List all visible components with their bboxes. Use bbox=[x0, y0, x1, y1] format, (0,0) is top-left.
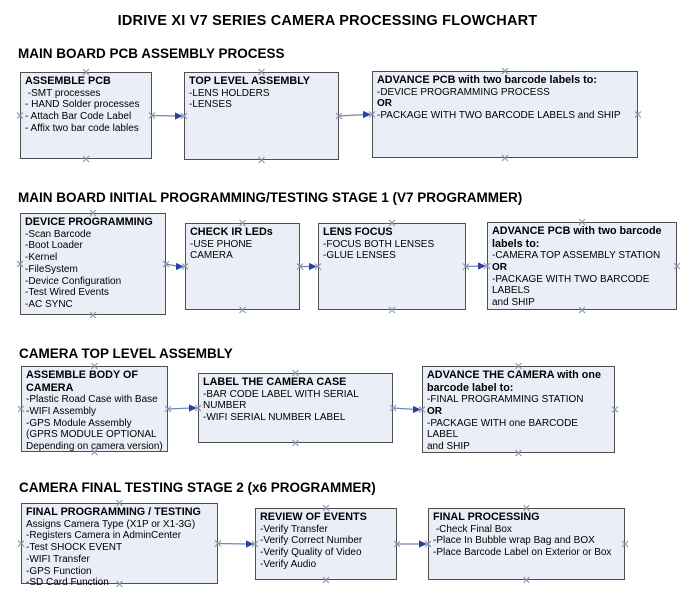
box-line: -Plastic Road Case with Base bbox=[26, 394, 158, 405]
box-title: DEVICE PROGRAMMING bbox=[25, 216, 153, 228]
box-line: OR bbox=[427, 405, 442, 417]
box-line: -Kernel bbox=[25, 252, 58, 264]
box-line: Assigns Camera Type (X1P or X1-3G) bbox=[26, 518, 196, 530]
box-line: -FileSystem bbox=[25, 263, 78, 275]
box-line: -BAR CODE LABEL WITH SERIAL NUMBER bbox=[203, 388, 362, 412]
box-line: -PACKAGE WITH one BARCODE LABEL bbox=[427, 417, 581, 441]
box-line: Depending on camera version) bbox=[26, 441, 163, 453]
box-device-programming: DEVICE PROGRAMMING -Scan Barcode -Boot L… bbox=[20, 213, 166, 315]
box-line: -Registers Camera in AdminCenter bbox=[26, 530, 182, 542]
box-title: REVIEW OF EVENTS bbox=[260, 511, 367, 523]
section-heading-initial-programming: MAIN BOARD INITIAL PROGRAMMING/TESTING S… bbox=[18, 190, 523, 205]
box-title: ADVANCE THE CAMERA with one barcode labe… bbox=[427, 369, 601, 394]
box-line: -Place Barcode Label on Exterior or Box bbox=[433, 547, 612, 559]
box-line: OR bbox=[377, 98, 392, 110]
box-line: - HAND Solder processes bbox=[25, 99, 140, 111]
box-check-ir-leds: CHECK IR LEDs -USE PHONE CAMERA bbox=[185, 223, 300, 310]
box-title: LABEL THE CAMERA CASE bbox=[203, 376, 347, 388]
box-line: -LENSES bbox=[189, 99, 232, 111]
box-title: FINAL PROCESSING bbox=[433, 511, 540, 523]
box-line: -SMT processes bbox=[25, 87, 101, 99]
box-line: -Verify Correct Number bbox=[260, 535, 363, 547]
box-line: -Device Configuration bbox=[25, 275, 122, 287]
box-line: -WIFI SERIAL NUMBER LABEL bbox=[203, 412, 346, 424]
box-line: and SHIP bbox=[427, 441, 470, 453]
box-top-level-assembly: TOP LEVEL ASSEMBLY -LENS HOLDERS -LENSES bbox=[184, 72, 339, 160]
box-title: FINAL PROGRAMMING / TESTING bbox=[26, 506, 201, 518]
box-advance-pcb-stage1: ADVANCE PCB with two barcode labels to: … bbox=[487, 222, 677, 310]
box-title: ASSEMBLE BODY OF CAMERA bbox=[26, 369, 138, 394]
box-advance-pcb-two-labels: ADVANCE PCB with two barcode labels to: … bbox=[372, 71, 638, 158]
box-line: -GPS Function bbox=[26, 565, 92, 577]
box-line: -DEVICE PROGRAMMING PROCESS bbox=[377, 86, 550, 98]
box-lens-focus: LENS FOCUS -FOCUS BOTH LENSES -GLUE LENS… bbox=[318, 223, 466, 310]
box-final-processing: FINAL PROCESSING -Check Final Box -Place… bbox=[428, 508, 625, 580]
box-assemble-body-of-camera: ASSEMBLE BODY OF CAMERA -Plastic Road Ca… bbox=[21, 366, 168, 452]
box-advance-the-camera: ADVANCE THE CAMERA with one barcode labe… bbox=[422, 366, 615, 453]
box-title: ADVANCE PCB with two barcode labels to: bbox=[492, 225, 662, 250]
box-line: -Scan Barcode bbox=[25, 228, 92, 240]
box-line: (GPRS MODULE OPTIONAL bbox=[26, 429, 157, 441]
box-line: -GLUE LENSES bbox=[323, 250, 396, 262]
box-line: -CAMERA TOP ASSEMBLY STATION bbox=[492, 250, 661, 261]
box-line: -Verify Transfer bbox=[260, 523, 328, 535]
box-title: LENS FOCUS bbox=[323, 226, 393, 238]
box-line: OR bbox=[492, 261, 507, 273]
box-assemble-pcb: ASSEMBLE PCB -SMT processes - HAND Solde… bbox=[20, 72, 152, 159]
box-line: -Boot Loader bbox=[25, 240, 83, 252]
box-line: -AC SYNC bbox=[25, 299, 73, 311]
box-line: -PACKAGE WITH TWO BARCODE LABELS bbox=[492, 273, 653, 297]
box-line: -Test Wired Events bbox=[25, 287, 109, 299]
box-line: -WIFI Assembly bbox=[26, 405, 97, 417]
box-line: - Attach Bar Code Label bbox=[25, 111, 132, 123]
box-title: CHECK IR LEDs bbox=[190, 226, 273, 238]
box-title: ASSEMBLE PCB bbox=[25, 75, 111, 87]
box-line: -WIFI Transfer bbox=[26, 553, 90, 565]
box-line: -GPS Module Assembly bbox=[26, 417, 132, 429]
box-line: -FINAL PROGRAMMING STATION bbox=[427, 394, 584, 405]
box-line: -Test SHOCK EVENT bbox=[26, 542, 123, 554]
section-heading-camera-top-assembly: CAMERA TOP LEVEL ASSEMBLY bbox=[19, 346, 233, 361]
box-line: -Place In Bubble wrap Bag and BOX bbox=[433, 535, 595, 547]
section-heading-pcb-assembly: MAIN BOARD PCB ASSEMBLY PROCESS bbox=[18, 46, 285, 61]
box-line: -Verify Audio bbox=[260, 558, 317, 570]
box-line: -Verify Quality of Video bbox=[260, 547, 362, 559]
box-title: TOP LEVEL ASSEMBLY bbox=[189, 75, 311, 87]
box-line: - Affix two bar code lables bbox=[25, 122, 139, 134]
box-line: -LENS HOLDERS bbox=[189, 87, 270, 99]
box-label-the-camera-case: LABEL THE CAMERA CASE -BAR CODE LABEL WI… bbox=[198, 373, 393, 443]
box-title: ADVANCE PCB with two barcode labels to: bbox=[377, 74, 597, 86]
section-heading-final-testing: CAMERA FINAL TESTING STAGE 2 (x6 PROGRAM… bbox=[19, 480, 376, 495]
box-review-of-events: REVIEW OF EVENTS -Verify Transfer -Verif… bbox=[255, 508, 397, 580]
box-line: -SD Card Function bbox=[26, 577, 109, 589]
box-line: -USE PHONE CAMERA bbox=[190, 238, 256, 262]
page-title: IDRIVE XI V7 SERIES CAMERA PROCESSING FL… bbox=[117, 13, 538, 29]
box-final-programming-testing: FINAL PROGRAMMING / TESTING Assigns Came… bbox=[21, 503, 218, 588]
box-line: -Check Final Box bbox=[433, 523, 512, 535]
box-line: -FOCUS BOTH LENSES bbox=[323, 238, 435, 250]
box-line: -PACKAGE WITH TWO BARCODE LABELS and SHI… bbox=[377, 110, 621, 122]
box-line: and SHIP bbox=[492, 297, 535, 309]
